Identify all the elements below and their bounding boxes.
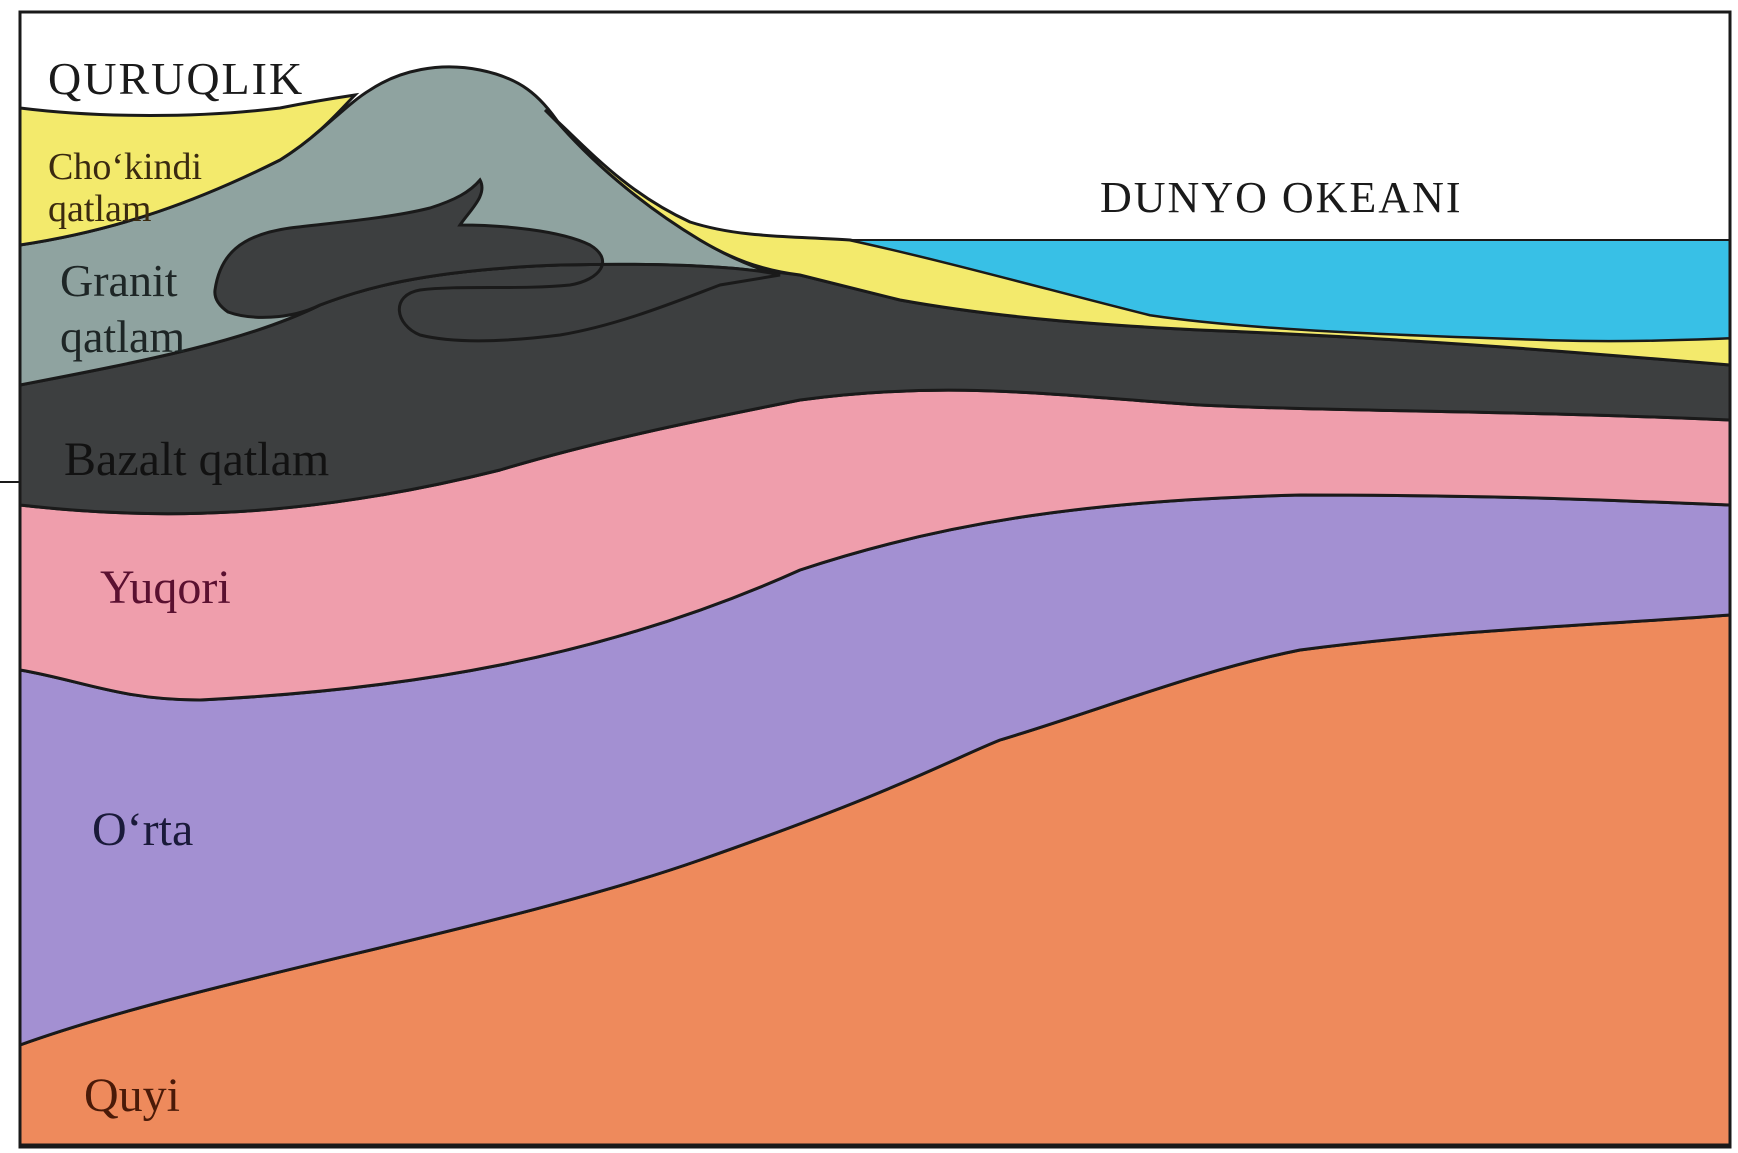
label-sediment-line1: Cho‘kindi — [48, 148, 202, 186]
label-sediment-line2: qatlam — [48, 190, 151, 228]
label-land: QURUQLIK — [48, 56, 304, 102]
label-ocean: DUNYO OKEANI — [1100, 176, 1463, 220]
label-basalt: Bazalt qatlam — [64, 436, 329, 484]
label-granite-line1: Granit — [60, 258, 178, 304]
label-granite-line2: qatlam — [60, 314, 185, 360]
label-lower-mantle: Quyi — [84, 1072, 180, 1120]
label-middle-mantle: O‘rta — [92, 806, 193, 854]
label-upper-mantle: Yuqori — [100, 564, 231, 612]
